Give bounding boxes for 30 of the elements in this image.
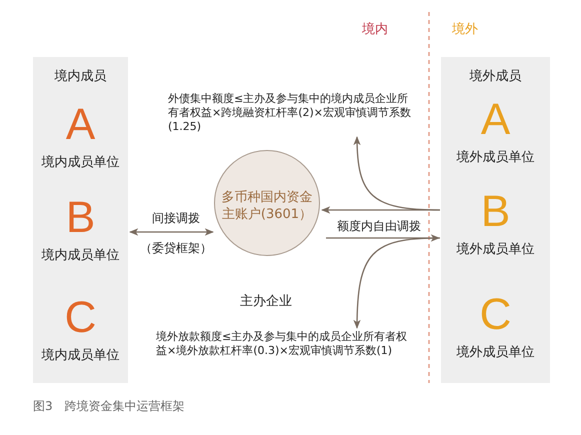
unit-label: 境外成员单位 [456,344,534,362]
unit-letter: B [66,195,96,241]
panel-heading: 境外成员 [468,68,522,85]
member-panel [33,57,128,383]
member-panel [441,57,550,383]
panel-heading: 境内成员 [54,68,108,85]
unit-label: 境外成员单位 [456,149,534,167]
unit-letter: B [480,189,510,235]
unit-letter: C [64,295,96,341]
unit-label: 境内成员单位 [42,154,120,172]
unit-label: 境外成员单位 [456,241,534,259]
arrow [129,228,214,236]
arrow [326,234,440,242]
unit-label: 境内成员单位 [42,347,120,365]
formula-note: 外债集中额度≤主办及参与集中的境内成员企业所有者权益×跨境融资杠杆率(2)×宏观审慎调节系数(1.25) [168,92,416,134]
region-label: 境外 [452,21,478,38]
figure-caption: 图3 跨境资金集中运营框架 [33,398,185,415]
unit-letter: A [66,102,96,148]
arrow [354,237,440,329]
arrow [354,136,440,211]
note-label: （委贷框架） [140,240,212,257]
unit-label: 境内成员单位 [42,247,120,265]
account-circle: 多币种国内资金主账户(3601） [214,150,320,256]
unit-letter: C [480,292,512,338]
edge-label: 间接调拨 [152,210,200,227]
caption-text: 主办企业 [240,293,292,310]
unit-letter: A [480,97,510,143]
edge-label: 额度内自由调拨 [337,218,421,235]
region-label: 境内 [362,21,388,38]
formula-note: 境外放款额度≤主办及参与集中的成员企业所有者权益×境外放款杠杆率(0.3)×宏观审慎调节系数(1) [156,330,418,358]
